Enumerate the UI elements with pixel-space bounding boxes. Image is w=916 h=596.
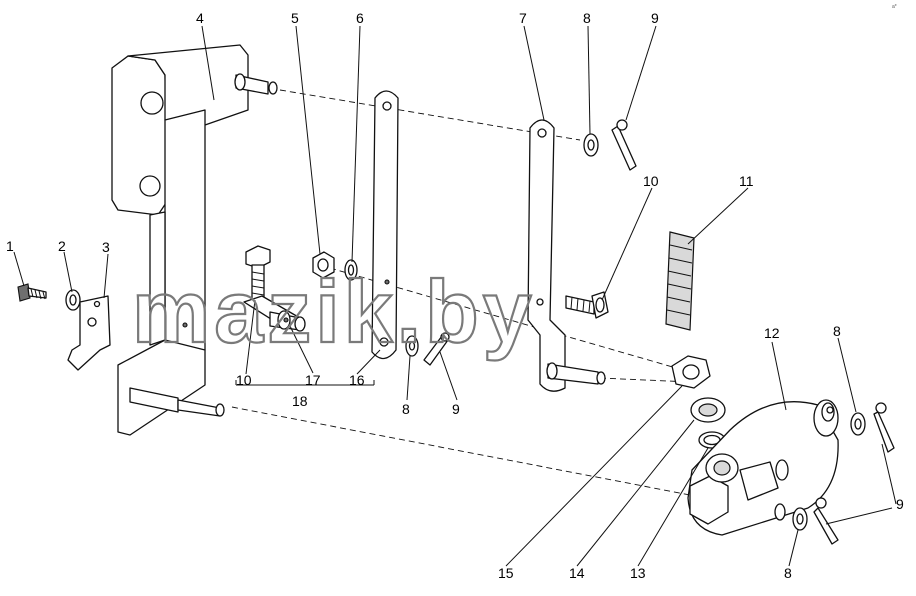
callout-label: 16 [349,372,365,388]
callout-label: 13 [630,565,646,581]
part-16-link [371,90,399,360]
part-14-sealing-washer [690,397,726,423]
callout-labels: 1 2 3 4 5 6 7 8 9 10 11 12 8 10 17 16 18… [6,10,904,581]
part-10-bolt-right [565,291,609,319]
part-9-split-pin-bottom [813,497,839,545]
part-2-lock-washer [65,289,81,311]
part-17-pin [243,295,306,332]
callout-label: 1 [6,238,14,254]
callout-label: 6 [356,10,364,26]
callout-label: 8 [402,401,410,417]
callout-label: 11 [739,173,754,189]
part-5-nut [312,251,335,279]
callout-label: 9 [896,496,904,512]
part-7-lever [527,119,606,392]
callout-label: 4 [196,10,204,26]
callout-label: 8 [833,323,841,339]
part-9-split-pin-middle [423,332,450,366]
part-6-washer [344,259,358,281]
part-8-washer-middle [405,335,419,357]
part-9-split-pin-top [611,119,637,171]
corner-mark: a* [892,4,897,10]
callout-label: 8 [583,10,591,26]
part-8-washer-right [850,412,866,436]
callout-label: 14 [569,565,585,581]
part-9-split-pin-right [873,402,895,453]
callout-label: 17 [305,372,321,388]
callout-label: 15 [498,565,514,581]
callout-label: 18 [292,393,308,409]
callout-label: 2 [58,238,66,254]
callout-label: 9 [651,10,659,26]
leader-lines [13,25,897,567]
part-4-bracket [111,44,278,436]
callout-label: 10 [643,173,659,189]
callout-label: 9 [452,401,460,417]
part-3-mounting-plate [67,295,111,371]
watermark-text: mazik.by [132,262,536,361]
callout-label: 8 [784,565,792,581]
callout-label: 7 [519,10,527,26]
part-8-washer-bottom [792,507,808,531]
part-1-bolt [17,283,47,302]
callout-label: 10 [236,372,252,388]
part-11-stud [665,231,695,331]
part-8-washer-top [583,133,599,157]
part-12-actuator [687,399,839,536]
callout-label: 5 [291,10,299,26]
callout-label: 12 [764,325,780,341]
part-15-nut [671,355,711,389]
callout-label: 3 [102,239,110,255]
